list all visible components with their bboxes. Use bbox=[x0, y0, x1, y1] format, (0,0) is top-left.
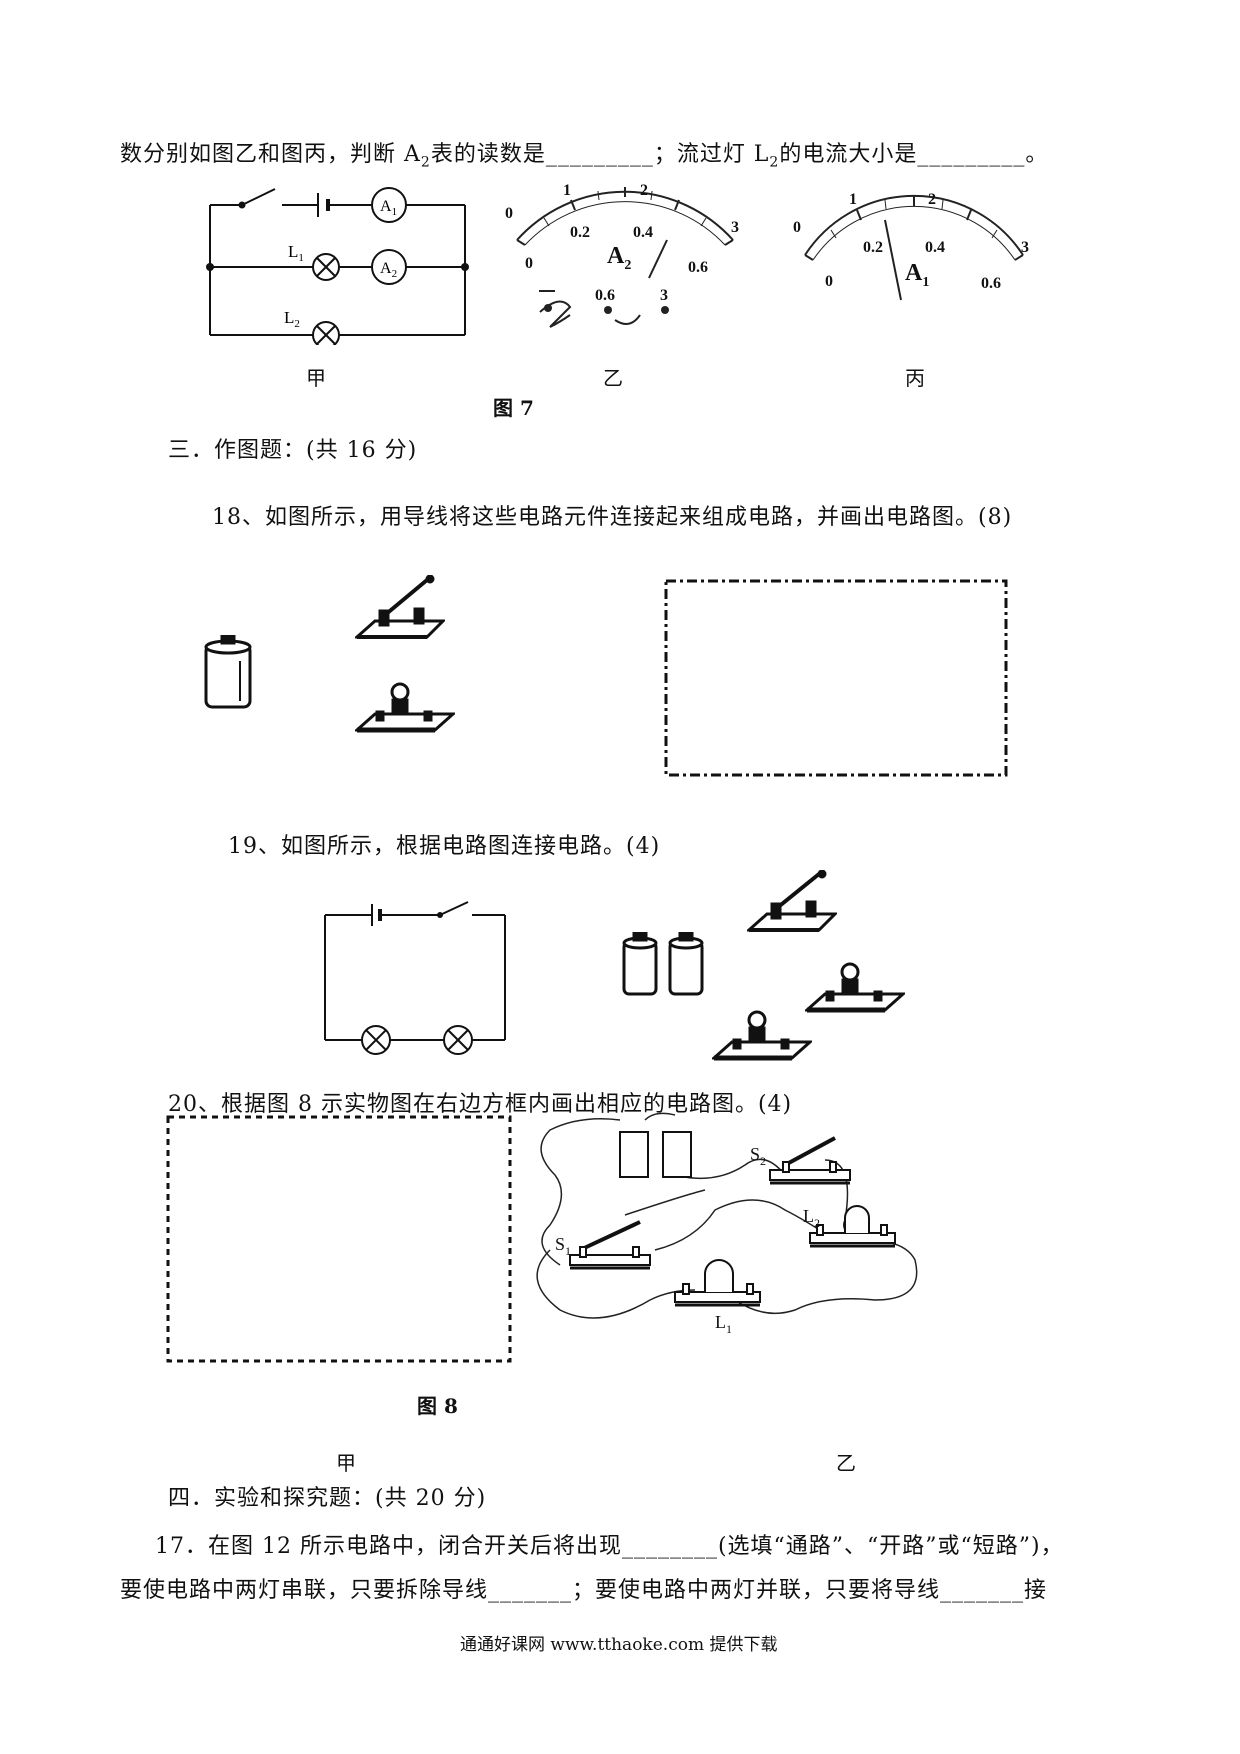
q20-s2-label: S2 bbox=[750, 1144, 766, 1168]
fig7-jia-label: 甲 bbox=[306, 366, 326, 390]
jia-a2-label: A2 bbox=[380, 260, 397, 280]
bing-scale-3: 3 bbox=[1021, 239, 1029, 256]
q17-top-prefix: 数分别如图乙和图丙，判断 A bbox=[120, 142, 421, 167]
bing-scale-0: 0 bbox=[793, 219, 801, 236]
fig7-yi-ammeter: 0 1 2 3 0 0.2 0.4 0.6 A2 0.6 3 bbox=[505, 182, 739, 328]
q17-top-sub1: 2 bbox=[420, 154, 431, 171]
page-footer: 通通好课网 www.tthaoke.com 提供下载 bbox=[460, 1635, 778, 1655]
q20-text: 20、根据图 8 示实物图在右边方框内画出相应的电路图。(4) bbox=[168, 1092, 793, 1117]
q20-l1-label: L1 bbox=[715, 1312, 732, 1336]
fig7-yi-label: 乙 bbox=[603, 366, 623, 390]
q20-l2-label: L2 bbox=[803, 1206, 820, 1230]
q19-batteries-icon bbox=[622, 932, 704, 996]
yi-scale-b02: 0.2 bbox=[570, 224, 590, 241]
fig8-yi-label: 乙 bbox=[836, 1451, 856, 1475]
section3-title: 三．作图题：(共 16 分) bbox=[168, 438, 418, 463]
yi-meter-label: A2 bbox=[607, 243, 631, 273]
fig7-bing-label: 丙 bbox=[905, 366, 925, 390]
q17-top-suffix: 的电流大小是_________。 bbox=[779, 142, 1049, 167]
q17-top-sub2: 2 bbox=[769, 154, 780, 171]
jia-l2-label: L2 bbox=[284, 308, 300, 330]
yi-terminal-3: 3 bbox=[660, 287, 668, 304]
bing-meter-label: A1 bbox=[905, 260, 929, 290]
q18-lamp-icon bbox=[355, 682, 455, 733]
q20-physical-circuit: S2 L2 S1 L1 bbox=[536, 1112, 918, 1336]
q17-top-mid: 表的读数是_________；流过灯 L bbox=[430, 142, 770, 167]
q18-switch-icon bbox=[355, 575, 445, 639]
fig8-caption: 图 8 bbox=[417, 1394, 458, 1418]
q19-text: 19、如图所示，根据电路图连接电路。(4) bbox=[228, 834, 661, 859]
q20-s1-label: S1 bbox=[555, 1234, 571, 1258]
jia-a1-label: A1 bbox=[380, 198, 397, 218]
bing-scale-b06: 0.6 bbox=[981, 275, 1001, 292]
yi-scale-3: 3 bbox=[731, 219, 739, 236]
q17b-line2: 要使电路中两灯串联，只要拆除导线_______；要使电路中两灯并联，只要将导线_… bbox=[120, 1578, 1048, 1603]
q19-lamp-icon-2 bbox=[712, 1010, 812, 1061]
bing-scale-1: 1 bbox=[849, 191, 857, 208]
bing-scale-2: 2 bbox=[928, 191, 936, 208]
fig7-jia-circuit: A1 A2 L1 L2 bbox=[206, 187, 469, 345]
section4-title: 四．实验和探究题：(共 20 分) bbox=[168, 1486, 487, 1511]
bing-scale-b0: 0 bbox=[825, 273, 833, 290]
jia-l1-label: L1 bbox=[288, 242, 304, 264]
yi-scale-0: 0 bbox=[505, 205, 513, 222]
fig8-jia-label: 甲 bbox=[336, 1451, 356, 1475]
q18-answer-box[interactable] bbox=[663, 578, 1009, 778]
yi-terminal-06: 0.6 bbox=[595, 287, 615, 304]
q19-switch-icon bbox=[747, 870, 837, 932]
bing-scale-b02: 0.2 bbox=[863, 239, 883, 256]
yi-scale-1: 1 bbox=[563, 182, 571, 199]
fig7-bing-ammeter: 0 1 2 3 0 0.2 0.4 0.6 A1 bbox=[793, 191, 1029, 301]
bing-scale-b04: 0.4 bbox=[925, 239, 945, 256]
q18-text: 18、如图所示，用导线将这些电路元件连接起来组成电路，并画出电路图。(8) bbox=[212, 505, 1013, 530]
yi-scale-2: 2 bbox=[640, 182, 648, 199]
q18-battery-icon bbox=[204, 635, 252, 709]
yi-scale-b0: 0 bbox=[525, 255, 533, 272]
q17-top-line: 数分别如图乙和图丙，判断 A2表的读数是_________；流过灯 L2的电流大… bbox=[120, 136, 1048, 170]
q19-circuit-diagram bbox=[324, 901, 506, 1055]
yi-scale-b04: 0.4 bbox=[633, 224, 653, 241]
q20-answer-box[interactable] bbox=[165, 1114, 513, 1364]
yi-scale-b06: 0.6 bbox=[688, 259, 708, 276]
q17b-line1: 17．在图 12 所示电路中，闭合开关后将出现________(选填“通路”、“… bbox=[155, 1534, 1064, 1559]
q19-lamp-icon-1 bbox=[805, 962, 905, 1013]
fig7-caption: 图 7 bbox=[493, 396, 534, 420]
